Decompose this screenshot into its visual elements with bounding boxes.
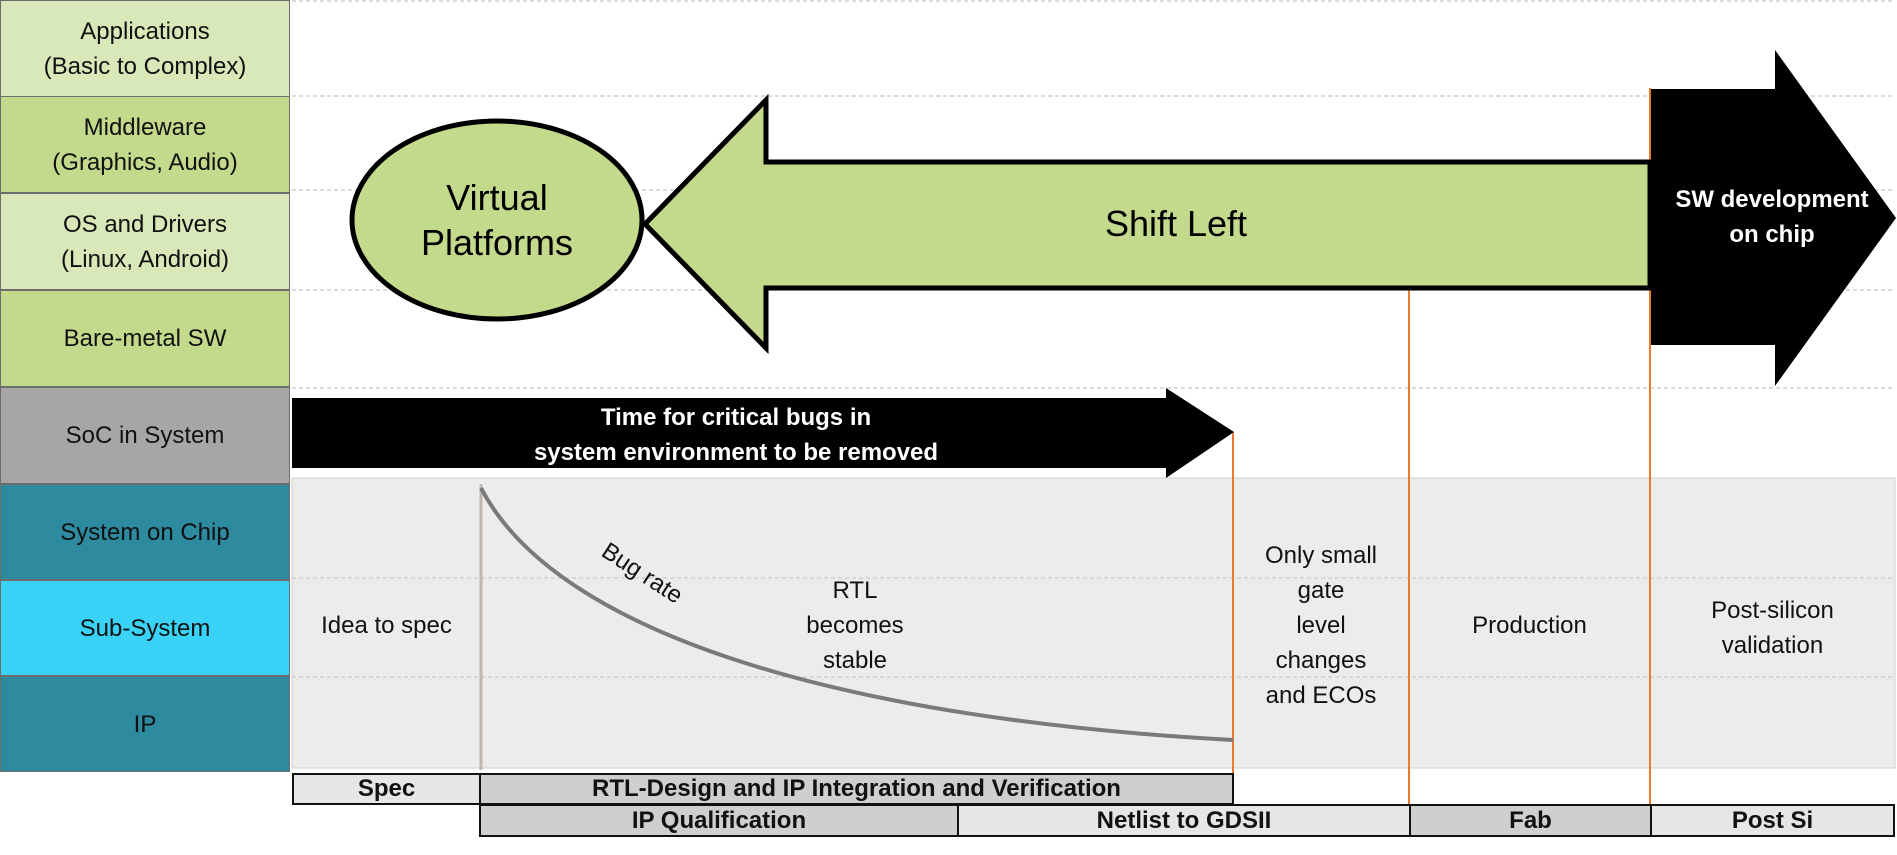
sw-development-label-2: on chip [1729,221,1814,248]
layer-label-7: Sub-System [0,580,290,676]
hardware-gridlines [292,577,1895,678]
layer-label-2: Middleware (Graphics, Audio) [0,96,290,193]
timeline-rtl-design: RTL-Design and IP Integration and Verifi… [479,773,1234,805]
timeline-fab: Fab [1409,804,1652,837]
timeline-spec: Spec [292,773,481,805]
timeline-post-si: Post Si [1650,804,1895,837]
shift-left-arrow [641,93,1653,355]
phase-production: Production [1472,611,1587,639]
bug-rate-curve [479,487,1234,742]
phase-rtl-stable: RTL becomes stable [806,576,904,674]
layer-label-3: OS and Drivers (Linux, Android) [0,193,290,290]
phase-idea-to-spec: Idea to spec [321,611,452,639]
critical-bugs-arrow [292,388,1234,478]
timeline-ip-qualification: IP Qualification [479,804,959,837]
layer-label-1: Applications (Basic to Complex) [0,0,290,97]
hardware-region [291,477,1896,769]
phase-post-silicon: Post-silicon validation [1711,596,1834,659]
layer-label-4: Bare-metal SW [0,290,290,387]
virtual-platforms-label-2: Platforms [421,222,573,263]
sw-development-arrow [1651,50,1896,386]
layer-label-5: SoC in System [0,387,290,484]
layer-label-6: System on Chip [0,484,290,580]
phase-gate-changes: Only small gate level changes and ECOs [1264,541,1378,709]
virtual-platforms-label-1: Virtual [446,177,547,218]
virtual-platforms-ellipse [349,118,645,322]
shift-left-label: Shift Left [1105,203,1247,244]
sw-development-label-1: SW development [1675,186,1868,213]
timeline-netlist: Netlist to GDSII [957,804,1411,837]
critical-bugs-label-2: system environment to be removed [534,439,938,466]
layer-label-8: IP [0,676,290,772]
critical-bugs-label-1: Time for critical bugs in [601,404,871,431]
